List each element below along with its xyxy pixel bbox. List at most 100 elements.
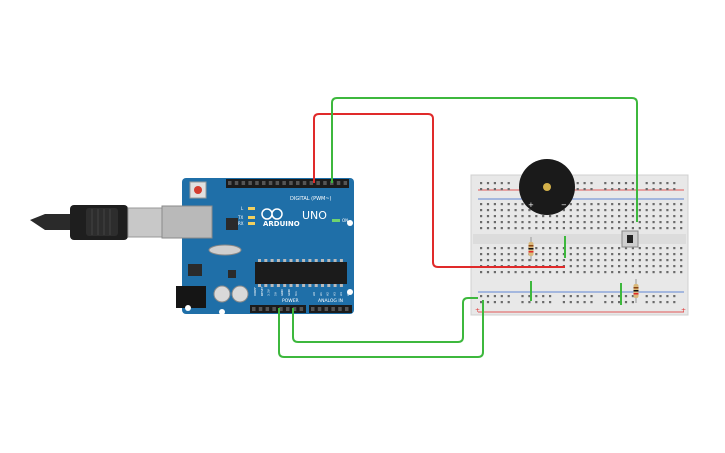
- breadboard-hole[interactable]: [604, 265, 607, 268]
- breadboard-hole[interactable]: [631, 259, 634, 262]
- piezo-buzzer[interactable]: + −: [519, 159, 575, 215]
- breadboard-hole[interactable]: [493, 215, 496, 218]
- breadboard-hole[interactable]: [549, 271, 552, 274]
- breadboard-hole[interactable]: [631, 203, 634, 206]
- breadboard-hole[interactable]: [500, 188, 503, 191]
- breadboard-hole[interactable]: [500, 259, 503, 262]
- breadboard-hole[interactable]: [528, 215, 531, 218]
- breadboard-hole[interactable]: [590, 259, 593, 262]
- breadboard-hole[interactable]: [666, 203, 669, 206]
- breadboard-hole[interactable]: [604, 215, 607, 218]
- breadboard-hole[interactable]: [569, 209, 572, 212]
- breadboard-hole[interactable]: [528, 209, 531, 212]
- breadboard-hole[interactable]: [611, 253, 614, 256]
- breadboard-hole[interactable]: [521, 253, 524, 256]
- breadboard-hole[interactable]: [590, 209, 593, 212]
- breadboard-hole[interactable]: [590, 265, 593, 268]
- breadboard-hole[interactable]: [611, 203, 614, 206]
- breadboard-hole[interactable]: [652, 215, 655, 218]
- breadboard-hole[interactable]: [493, 203, 496, 206]
- breadboard-hole[interactable]: [680, 209, 683, 212]
- breadboard-hole[interactable]: [680, 221, 683, 224]
- breadboard-hole[interactable]: [486, 221, 490, 224]
- breadboard-hole[interactable]: [521, 259, 524, 262]
- breadboard-hole[interactable]: [486, 247, 490, 250]
- breadboard-hole[interactable]: [604, 247, 607, 250]
- breadboard-hole[interactable]: [618, 247, 621, 250]
- breadboard-hole[interactable]: [597, 203, 600, 206]
- breadboard-hole[interactable]: [604, 203, 607, 206]
- breadboard-hole[interactable]: [645, 188, 648, 191]
- breadboard-hole[interactable]: [583, 301, 586, 304]
- breadboard-hole[interactable]: [542, 247, 545, 250]
- green-wire-bottom-inner[interactable]: [292, 297, 478, 343]
- breadboard-hole[interactable]: [611, 259, 614, 262]
- header-pin[interactable]: [317, 307, 322, 311]
- header-pin[interactable]: [289, 181, 293, 185]
- breadboard-hole[interactable]: [535, 259, 538, 262]
- breadboard-hole[interactable]: [535, 221, 538, 224]
- breadboard-hole[interactable]: [631, 215, 634, 218]
- breadboard-hole[interactable]: [597, 259, 600, 262]
- breadboard-hole[interactable]: [631, 209, 634, 212]
- breadboard-hole[interactable]: [549, 253, 552, 256]
- breadboard-hole[interactable]: [666, 253, 669, 256]
- breadboard-hole[interactable]: [562, 221, 565, 224]
- breadboard-hole[interactable]: [486, 209, 490, 212]
- breadboard-hole[interactable]: [542, 221, 545, 224]
- breadboard-hole[interactable]: [542, 271, 545, 274]
- breadboard-hole[interactable]: [631, 227, 634, 230]
- breadboard-hole[interactable]: [514, 247, 517, 250]
- breadboard-hole[interactable]: [673, 215, 676, 218]
- breadboard-hole[interactable]: [618, 259, 621, 262]
- breadboard-hole[interactable]: [514, 253, 517, 256]
- header-pin[interactable]: [265, 307, 270, 311]
- breadboard-hole[interactable]: [673, 295, 676, 298]
- breadboard-hole[interactable]: [659, 188, 662, 191]
- breadboard-hole[interactable]: [645, 221, 648, 224]
- breadboard-hole[interactable]: [611, 301, 614, 304]
- breadboard-hole[interactable]: [500, 295, 503, 298]
- breadboard-hole[interactable]: [493, 271, 496, 274]
- breadboard-hole[interactable]: [535, 271, 538, 274]
- breadboard-hole[interactable]: [507, 182, 510, 185]
- breadboard-hole[interactable]: [521, 203, 524, 206]
- breadboard-hole[interactable]: [673, 221, 676, 224]
- breadboard-hole[interactable]: [590, 227, 593, 230]
- header-pin[interactable]: [296, 181, 300, 185]
- breadboard-hole[interactable]: [562, 247, 565, 250]
- header-pin[interactable]: [331, 307, 335, 311]
- breadboard-hole[interactable]: [514, 215, 517, 218]
- breadboard-hole[interactable]: [493, 182, 496, 185]
- breadboard-hole[interactable]: [590, 221, 593, 224]
- header-pin[interactable]: [228, 181, 232, 185]
- breadboard-hole[interactable]: [562, 227, 565, 230]
- breadboard-hole[interactable]: [638, 253, 641, 256]
- breadboard-hole[interactable]: [631, 182, 634, 185]
- breadboard-hole[interactable]: [514, 271, 517, 274]
- breadboard-hole[interactable]: [521, 209, 524, 212]
- breadboard-hole[interactable]: [528, 301, 531, 304]
- breadboard-hole[interactable]: [652, 182, 655, 185]
- breadboard-hole[interactable]: [618, 295, 621, 298]
- breadboard-hole[interactable]: [555, 259, 559, 262]
- breadboard-hole[interactable]: [631, 247, 634, 250]
- breadboard-hole[interactable]: [493, 247, 496, 250]
- breadboard-hole[interactable]: [486, 203, 490, 206]
- header-pin[interactable]: [338, 307, 342, 311]
- breadboard-hole[interactable]: [631, 221, 634, 224]
- breadboard-hole[interactable]: [486, 301, 490, 304]
- breadboard-hole[interactable]: [583, 182, 586, 185]
- breadboard-hole[interactable]: [652, 203, 655, 206]
- breadboard-hole[interactable]: [666, 215, 669, 218]
- breadboard-hole[interactable]: [480, 271, 483, 274]
- breadboard-hole[interactable]: [486, 215, 490, 218]
- breadboard-hole[interactable]: [624, 253, 628, 256]
- breadboard-hole[interactable]: [611, 215, 614, 218]
- breadboard-hole[interactable]: [521, 215, 524, 218]
- breadboard-hole[interactable]: [569, 247, 572, 250]
- header-pin[interactable]: [345, 307, 349, 311]
- breadboard-hole[interactable]: [569, 259, 572, 262]
- header-pin[interactable]: [316, 181, 320, 185]
- header-pin[interactable]: [272, 307, 276, 311]
